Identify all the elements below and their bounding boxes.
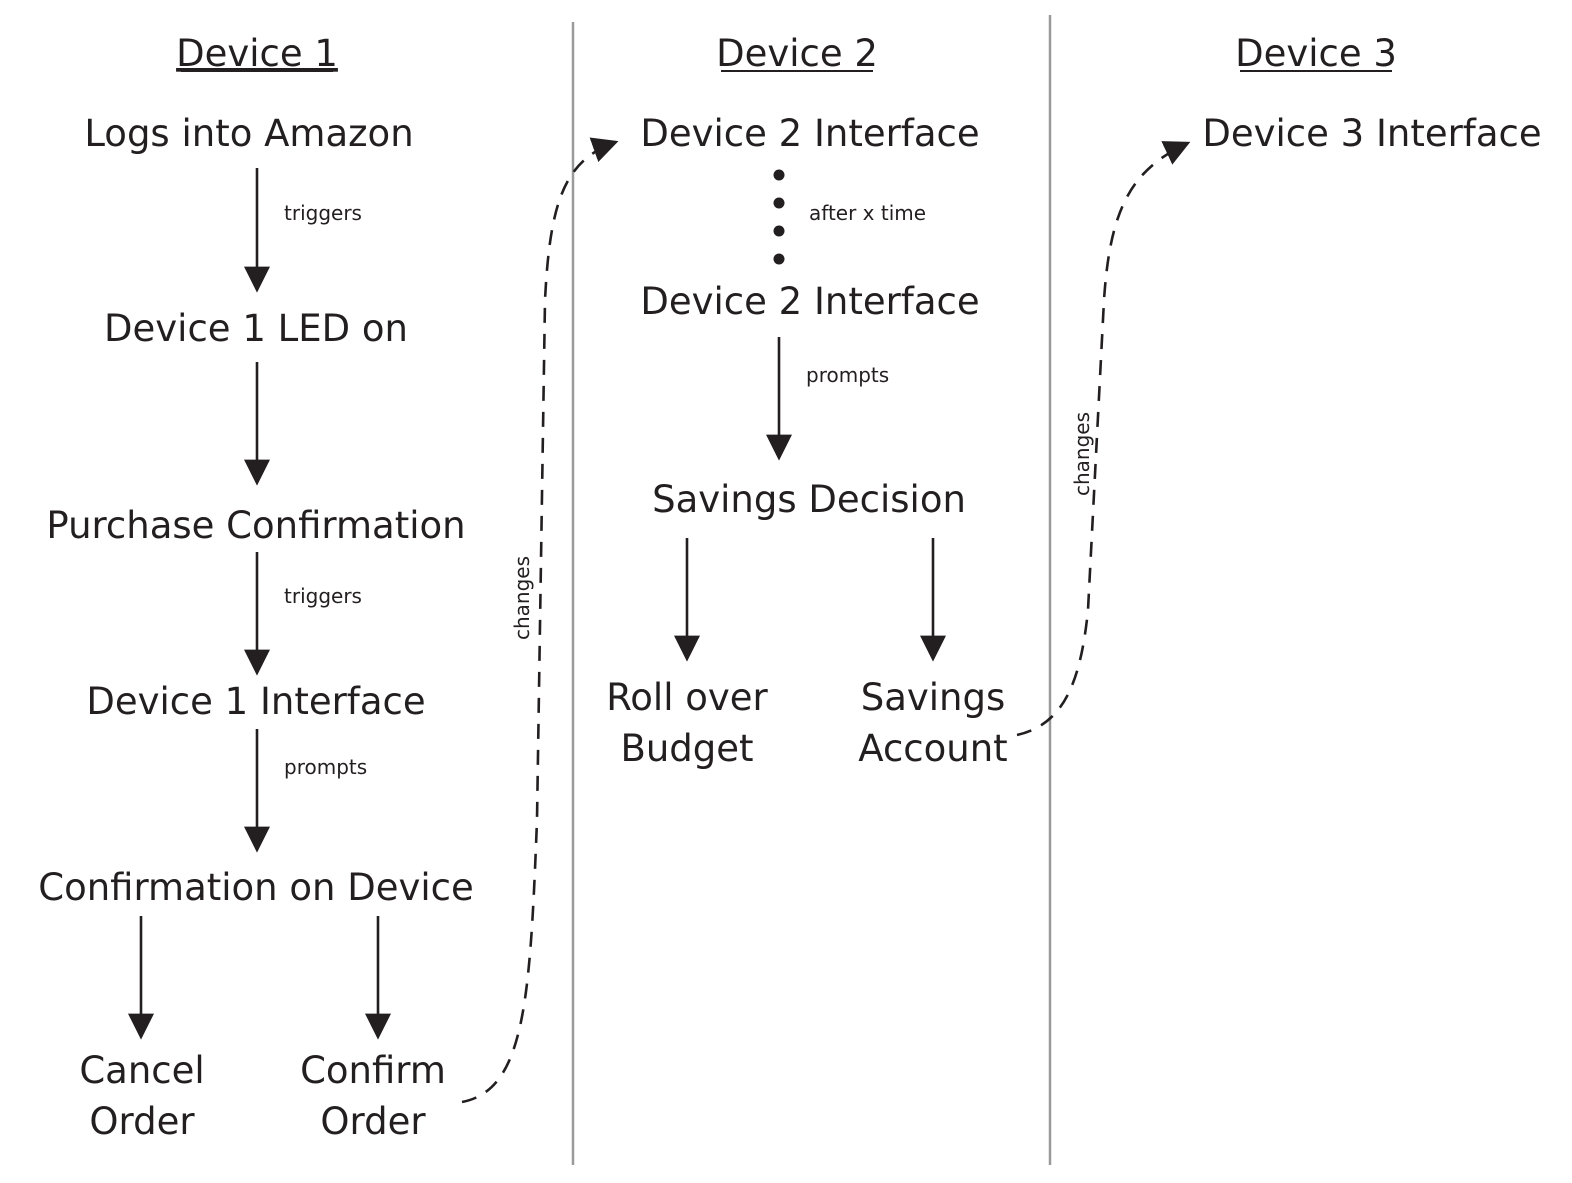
- label-triggers-2: triggers: [284, 584, 362, 608]
- node-confirmation-on-device: Confirmation on Device: [38, 866, 474, 909]
- node-savings-account-line2: Account: [858, 727, 1007, 770]
- dashed-link-confirm-to-device2: [461, 137, 619, 1104]
- node-roll-over-budget-line2: Budget: [620, 727, 753, 770]
- label-prompts-1: prompts: [284, 755, 367, 779]
- node-device2-interface-top: Device 2 Interface: [640, 112, 979, 155]
- label-changes-1: changes: [510, 556, 534, 640]
- label-triggers-1: triggers: [284, 201, 362, 225]
- ellipsis-dot-3: [773, 225, 785, 237]
- node-savings-account-line1: Savings: [861, 676, 1006, 719]
- node-confirm-order-line1: Confirm: [300, 1049, 446, 1092]
- node-savings-decision: Savings Decision: [652, 478, 966, 521]
- node-confirm-order-line2: Order: [320, 1100, 426, 1143]
- node-cancel-order-line2: Order: [89, 1100, 195, 1143]
- node-device1-led-on: Device 1 LED on: [104, 307, 408, 350]
- node-purchase-confirmation: Purchase Confirmation: [46, 504, 465, 547]
- heading-device-1: Device 1: [176, 32, 338, 75]
- dashed-link-savings-to-device3: [1016, 141, 1191, 737]
- label-changes-2: changes: [1070, 412, 1094, 496]
- node-device1-interface: Device 1 Interface: [86, 680, 425, 723]
- label-prompts-2: prompts: [806, 363, 889, 387]
- label-after-x-time: after x time: [809, 201, 926, 225]
- node-device2-interface-bottom: Device 2 Interface: [640, 280, 979, 323]
- ellipsis-dot-1: [773, 169, 785, 181]
- ellipsis-dot-4: [773, 253, 785, 265]
- node-cancel-order-line1: Cancel: [79, 1049, 204, 1092]
- node-device3-interface: Device 3 Interface: [1202, 112, 1541, 155]
- node-logs-into-amazon: Logs into Amazon: [84, 112, 413, 155]
- node-roll-over-budget-line1: Roll over: [606, 676, 768, 719]
- heading-device-2: Device 2: [716, 32, 878, 75]
- heading-device-3: Device 3: [1235, 32, 1397, 75]
- ellipsis-dot-2: [773, 197, 785, 209]
